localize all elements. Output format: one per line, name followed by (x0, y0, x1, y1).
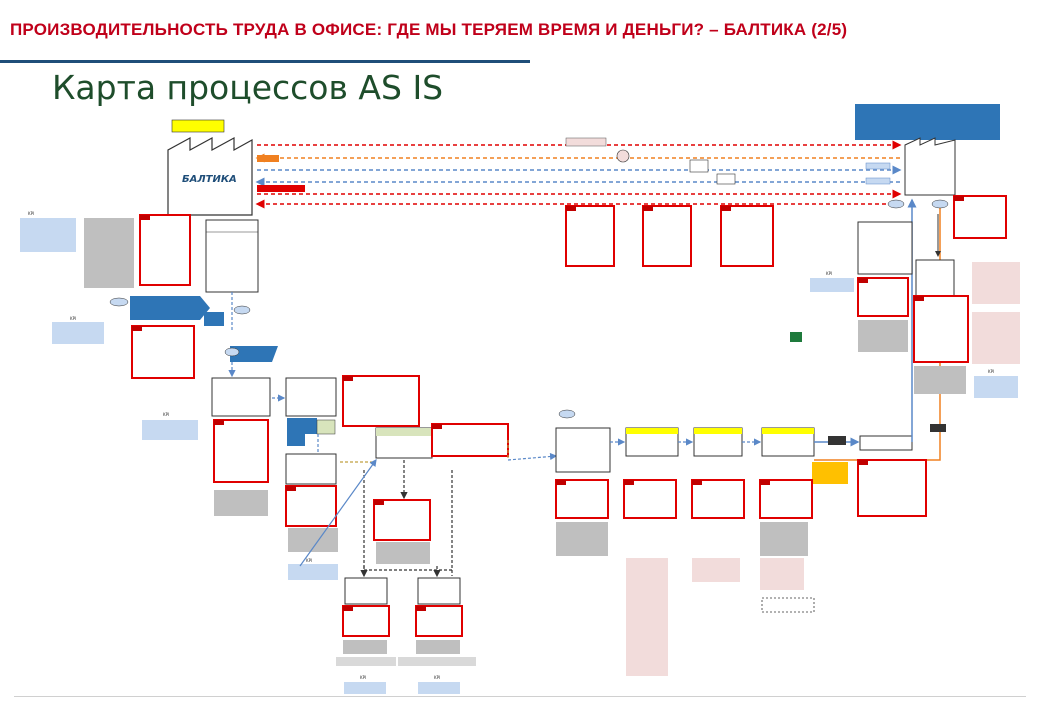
issue-box-center-b (373, 499, 431, 541)
process-box-right-a (555, 427, 611, 473)
arrow-chevron-blue-left (130, 296, 210, 320)
kpi-box-mid (142, 420, 198, 440)
note-pink-d (972, 262, 1020, 304)
note-pink-c (760, 558, 804, 590)
kpi-label-2: KPI (70, 316, 76, 321)
kpi-box-left-mid (52, 322, 104, 344)
process-box-right-f (857, 221, 913, 275)
gray-block-left (84, 218, 134, 288)
note-pink-a (626, 558, 668, 676)
footer-rule (14, 696, 1026, 697)
issue-box-left-a (139, 214, 191, 286)
kpi-box-right-b (974, 376, 1018, 398)
kpi-label-6: KPI (434, 675, 440, 680)
issue-box-center-a (431, 423, 509, 457)
kpi-box-right-a (810, 278, 854, 292)
note-pink-b (692, 558, 740, 582)
gray-block-right-c (858, 320, 908, 352)
factory-logo-text: БАЛТИКА (182, 174, 237, 185)
note-pink-e (972, 312, 1020, 364)
issue-box-right-b (623, 479, 677, 519)
header-underline (0, 60, 530, 63)
kpi-box-bottom-a (344, 682, 386, 694)
issue-box-mid-c (285, 485, 337, 527)
page-header-title: ПРОИЗВОДИТЕЛЬНОСТЬ ТРУДА В ОФИСЕ: ГДЕ МЫ… (10, 20, 848, 39)
kpi-label-7: KPI (826, 271, 832, 276)
process-box-mid-c (285, 453, 337, 485)
process-box-right-e (859, 435, 913, 451)
issue-box-right-h (913, 295, 969, 363)
slide-title: Карта процессов AS IS (52, 68, 444, 107)
issue-box-mid-b (213, 419, 269, 483)
gray-block-center (376, 542, 430, 564)
issue-box-mid-a (342, 375, 420, 427)
factory-left-icon: БАЛТИКА (167, 119, 253, 216)
process-box-right-g (915, 259, 955, 297)
gray-block-right-a (556, 522, 608, 556)
kpi-label-4: KPI (306, 558, 312, 563)
top-information-flows (255, 140, 902, 209)
process-box-mid-a (211, 377, 271, 417)
dashed-note-box (761, 597, 815, 613)
issue-box-left-b (131, 325, 195, 379)
gray-block-right-d (914, 366, 966, 394)
gray-block-bottom-b (416, 640, 460, 654)
kpi-label-1: KPI (28, 211, 34, 216)
top-right-blue-banner (855, 104, 1000, 140)
kpi-label-8: KPI (988, 369, 994, 374)
process-box-bottom-b (417, 577, 461, 605)
kpi-box-bottom-b (418, 682, 460, 694)
issue-box-right-c (691, 479, 745, 519)
process-box-bottom-a (344, 577, 388, 605)
gray-block-right-b (760, 522, 808, 556)
kpi-label-3: KPI (163, 412, 169, 417)
issue-box-right-d (759, 479, 813, 519)
top-middle-issue-boxes (565, 205, 774, 267)
issue-box-right-f (953, 195, 1007, 239)
issue-box-right-g (857, 277, 909, 317)
factory-right-icon (904, 137, 956, 196)
process-box-mid-b (285, 377, 337, 417)
issue-box-right-a (555, 479, 609, 519)
issue-box-right-e (857, 459, 927, 517)
kpi-label-5: KPI (360, 675, 366, 680)
kpi-box-left-top (20, 218, 76, 252)
kpi-box-mid-b (288, 564, 338, 580)
gray-block-mid-a (214, 490, 268, 516)
gray-block-bottom-a (343, 640, 387, 654)
process-box-factory (205, 219, 259, 293)
